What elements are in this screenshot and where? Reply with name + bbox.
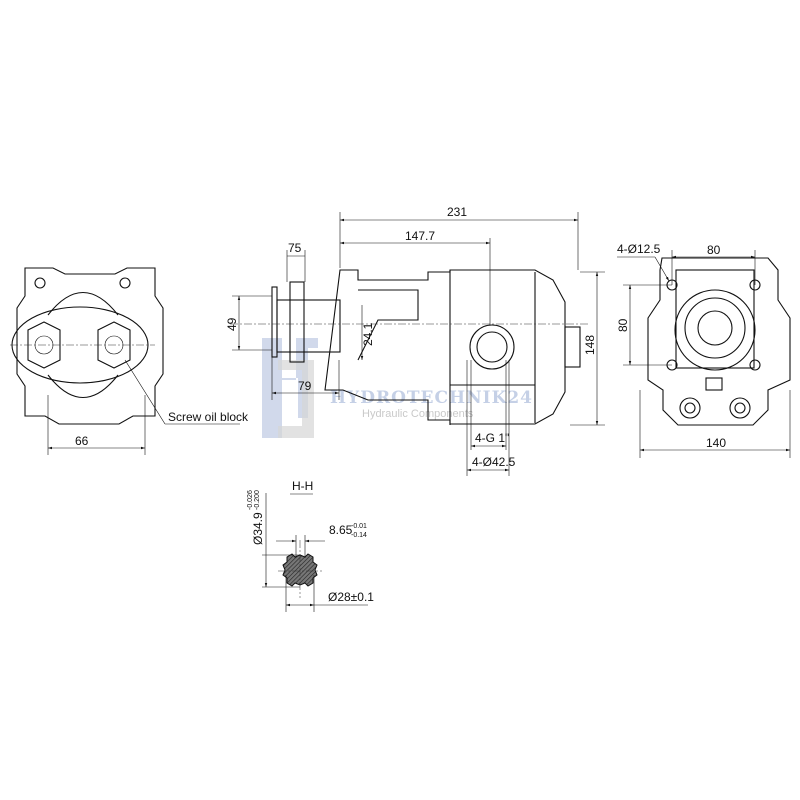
key-tol-upper: -0.01	[351, 523, 367, 530]
side-view: 231 147.7 75 49 24.1 79 148 4-G 1" 4-Ø42…	[225, 205, 605, 476]
front-width-dim: 66	[75, 434, 89, 448]
bolt-holes-dim: 4-Ø12.5	[617, 242, 661, 256]
overall-length-dim: 231	[447, 205, 467, 219]
screw-oil-block-label: Screw oil block	[168, 410, 249, 424]
rear-view: 80 80 4-Ø12.5 140	[616, 242, 791, 458]
shaft-to-flange-dim: 79	[298, 379, 312, 393]
port-thread-dim: 4-G 1"	[475, 431, 509, 445]
rear-width-dim: 140	[706, 436, 726, 450]
outer-tol-upper: -0.026	[247, 490, 254, 510]
shaft-height-dim: 49	[225, 317, 239, 331]
watermark-logo: HYDROTECHNIK24 Hydraulic Components	[262, 338, 533, 438]
front-view: 66 Screw oil block	[10, 267, 249, 455]
outer-dia-dim: Ø34.9	[251, 512, 265, 545]
bolt-spacing-v-dim: 80	[616, 318, 630, 332]
bolt-spacing-h-dim: 80	[707, 243, 721, 257]
outer-tol-lower: -0.200	[254, 490, 261, 510]
key-width-dim: 8.65	[329, 523, 353, 537]
flange-to-port-dim: 147.7	[405, 229, 435, 243]
inner-dia-dim: Ø28±0.1	[328, 590, 374, 604]
watermark-tagline: Hydraulic Components	[362, 408, 474, 420]
height-dim: 148	[583, 335, 597, 355]
watermark-brand: HYDROTECHNIK24	[330, 388, 533, 408]
shaft-offset-dim: 24.1	[361, 322, 375, 346]
port-spot-face-dim: 4-Ø42.5	[472, 455, 516, 469]
section-h-h: H-H Ø34.9 -0.026 -0.200 8.65 -0.01 -0.14…	[247, 479, 374, 612]
shaft-length-dim: 75	[288, 241, 302, 255]
key-tol-lower: -0.14	[351, 532, 367, 539]
section-title: H-H	[292, 479, 313, 493]
